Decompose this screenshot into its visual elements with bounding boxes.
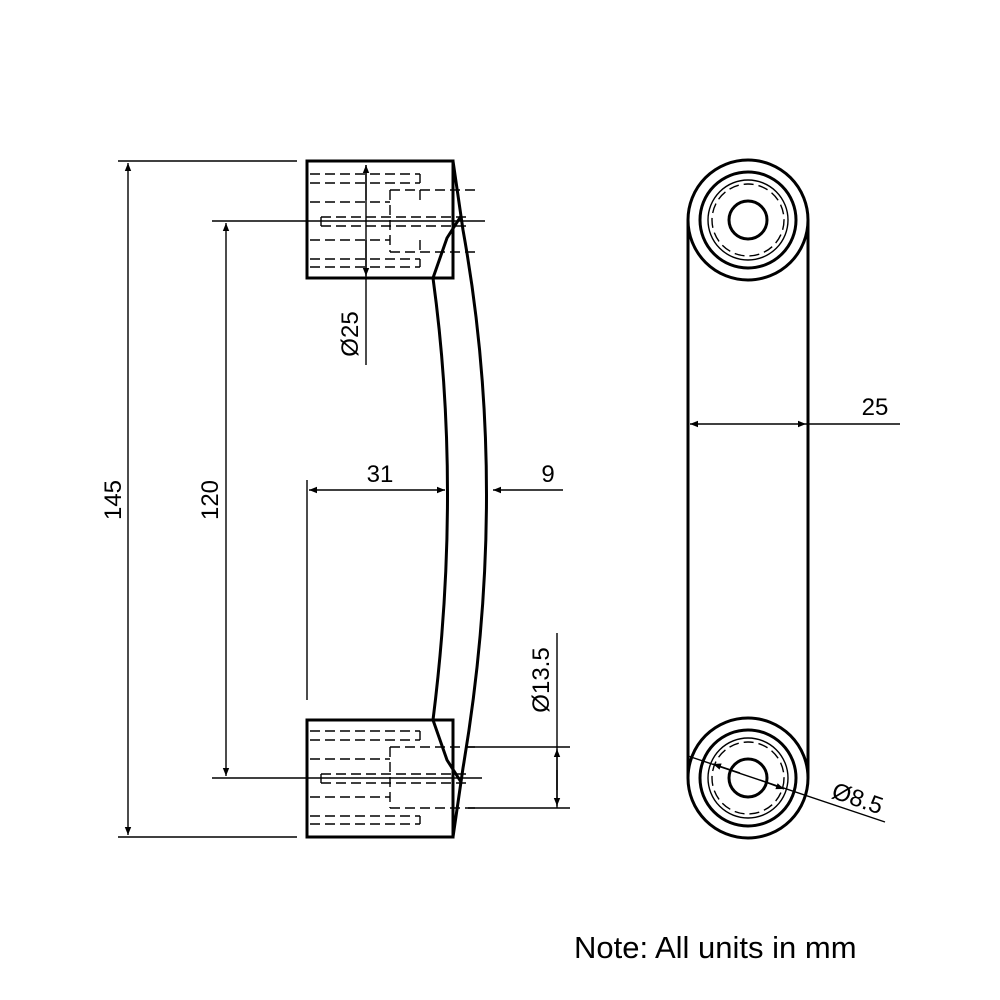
dim-25-label: 25 (862, 394, 889, 421)
bottom-hole (686, 716, 810, 840)
dim-145-label: 145 (100, 480, 127, 520)
dim-d8-5-label: Ø8.5 (828, 778, 886, 820)
dim-d25-label: Ø25 (337, 311, 364, 356)
units-note: Note: All units in mm (574, 930, 857, 965)
top-end-block (305, 159, 455, 280)
side-view (212, 159, 488, 839)
dim-120-label: 120 (197, 480, 224, 520)
handle-outer-curve (451, 160, 488, 838)
dim-9-label: 9 (541, 461, 554, 488)
top-hole (686, 158, 810, 282)
hidden-lines-bottom (310, 730, 475, 825)
dim-31-label: 31 (367, 461, 394, 488)
dimension-lines (118, 160, 570, 838)
top-view-outline (686, 220, 810, 778)
dim-d13-5-label: Ø13.5 (528, 647, 555, 712)
top-view (686, 158, 900, 840)
center-lines (212, 220, 485, 779)
handle-inner-curve (431, 215, 463, 783)
